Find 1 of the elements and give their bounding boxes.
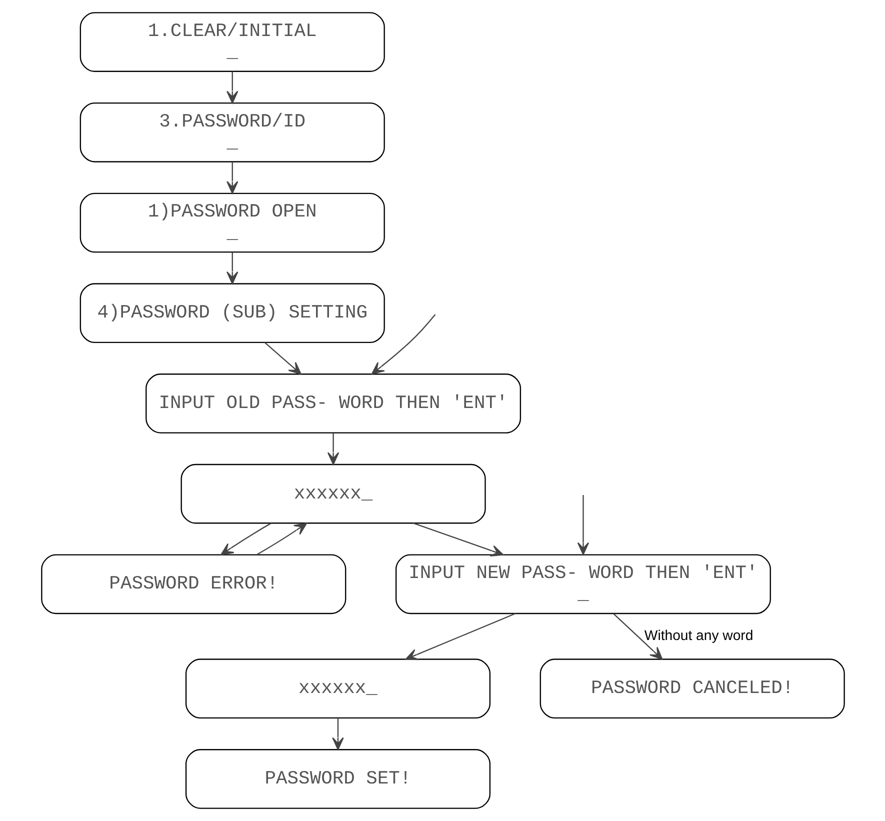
edge-label: Without any word: [644, 627, 753, 644]
